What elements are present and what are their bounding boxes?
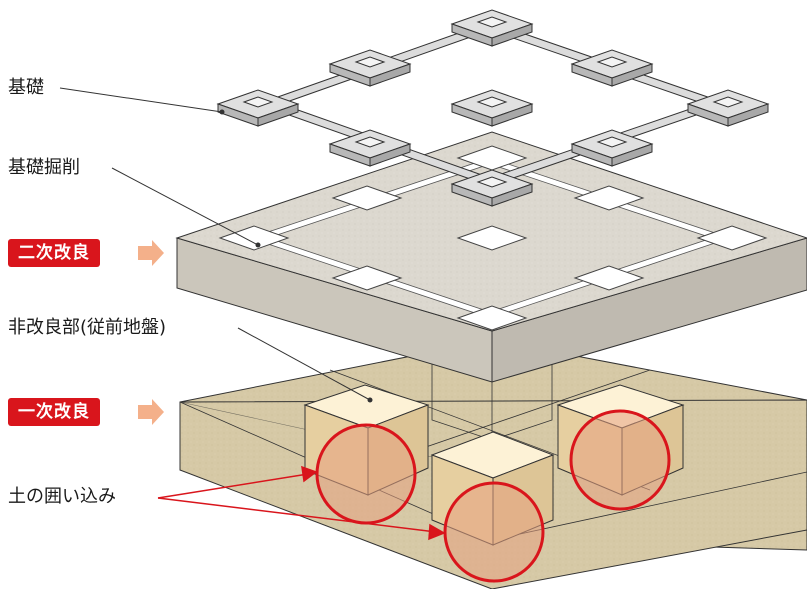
primary-improvement-layer: [179, 339, 807, 589]
label-soil-enclosure: 土の囲い込み: [8, 486, 116, 507]
label-unimproved-part: 非改良部(従前地盤): [8, 317, 167, 338]
soil-enclosure-circle-right: [569, 409, 671, 511]
arrow-primary-icon: [138, 399, 164, 425]
footing-left-lower: [328, 129, 412, 167]
pit-left: [218, 225, 290, 251]
leader-excavation: [111, 167, 259, 246]
footing-left-upper: [328, 49, 412, 87]
footing-top: [450, 9, 534, 47]
footings: [216, 9, 770, 207]
excavation-pits: [218, 145, 768, 331]
label-foundation: 基礎: [8, 77, 44, 98]
leader-unimproved: [237, 327, 371, 401]
tag-arrows: [138, 240, 164, 425]
arrow-secondary-icon: [138, 240, 164, 266]
foundation-grid: [216, 9, 770, 207]
secondary-improvement-layer: [175, 131, 807, 383]
tag-primary-improvement: 一次改良: [8, 398, 100, 426]
footing-center: [450, 89, 534, 127]
soil-enclosure-circle-left: [315, 423, 417, 525]
footing-right-upper: [570, 49, 654, 87]
tag-secondary-improvement: 二次改良: [8, 239, 100, 267]
footing-right: [686, 89, 770, 127]
label-foundation-excavation: 基礎掘削: [8, 157, 80, 178]
footing-right-lower: [570, 129, 654, 167]
footing-bottom: [450, 169, 534, 207]
leader-foundation: [59, 87, 223, 113]
footing-left: [216, 89, 300, 127]
leader-lines: [59, 87, 373, 403]
soil-enclosure-arrows: [157, 465, 446, 541]
soil-enclosure-circle-front: [443, 481, 545, 583]
